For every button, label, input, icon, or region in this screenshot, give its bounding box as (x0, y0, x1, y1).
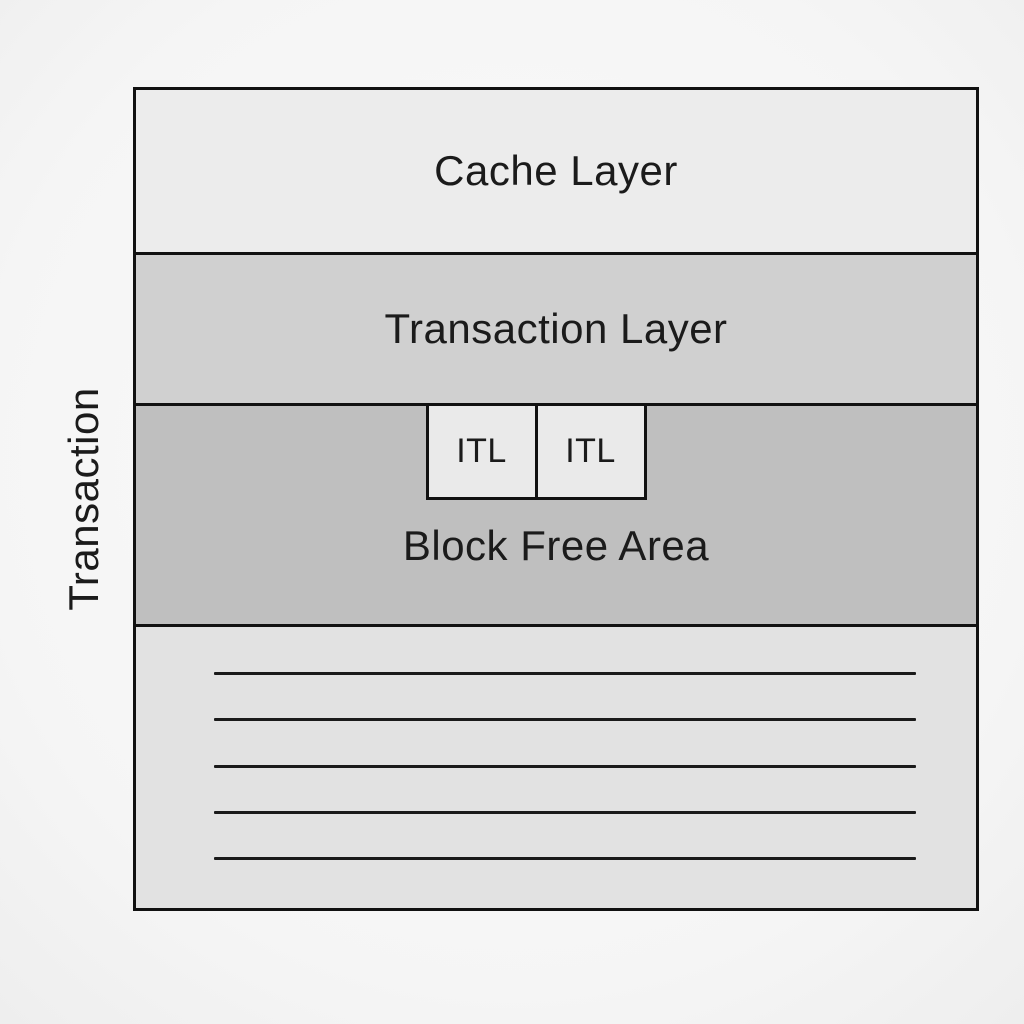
transaction-vertical-label: Transaction (60, 387, 107, 611)
data-row-line (214, 718, 916, 722)
itl-slot-1-label: ITL (456, 432, 507, 470)
transaction-layer-section: Transaction Layer (136, 252, 976, 403)
data-row-line (214, 857, 916, 860)
block-free-area-label: Block Free Area (402, 522, 710, 569)
data-row-line (214, 672, 916, 675)
itl-slot-2: ITL (534, 406, 647, 500)
transaction-layer-label: Transaction Layer (384, 305, 728, 352)
cache-layer-section: Cache Layer (136, 90, 976, 252)
data-row-line (214, 764, 916, 768)
itl-slot-1: ITL (425, 406, 538, 500)
itl-slot-2-label: ITL (565, 432, 616, 470)
data-block-diagram: Cache Layer Transaction Layer ITL ITL Bl… (133, 87, 979, 911)
itl-slot-row: ITL ITL (116, 406, 956, 500)
block-free-area-section: ITL ITL Block Free Area (136, 403, 976, 624)
data-rows-section (136, 624, 976, 908)
data-row-line (214, 810, 916, 814)
cache-layer-label: Cache Layer (434, 147, 678, 194)
